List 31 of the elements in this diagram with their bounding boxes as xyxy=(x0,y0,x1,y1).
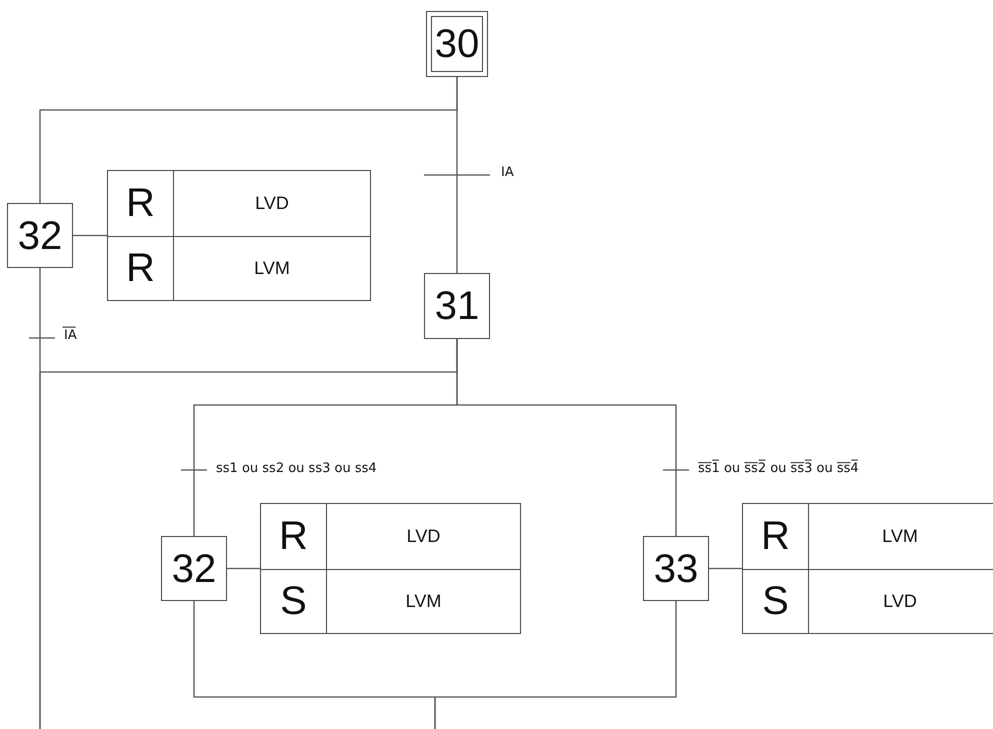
connector-line xyxy=(456,339,677,536)
step-box xyxy=(643,536,709,601)
action-box xyxy=(107,170,371,301)
action-qualifier: S xyxy=(280,581,307,622)
action-box xyxy=(260,503,521,634)
action-qualifier: S xyxy=(762,581,789,622)
step-number: 33 xyxy=(654,548,698,588)
action-box xyxy=(742,503,993,634)
connector-line xyxy=(227,568,260,570)
step-box xyxy=(161,536,227,601)
step-number: 32 xyxy=(172,548,216,588)
action-name: LVD xyxy=(255,194,289,212)
action-qualifier: R xyxy=(126,183,155,224)
connector-line xyxy=(39,77,458,203)
action-name: LVM xyxy=(254,259,290,278)
action-name: LVM xyxy=(406,592,442,610)
connector-line xyxy=(73,234,107,236)
initial-step-box xyxy=(426,11,488,77)
action-name: LVD xyxy=(406,527,440,546)
step-number: 32 xyxy=(18,216,62,256)
action-qualifier: R xyxy=(126,248,155,288)
step-number: 30 xyxy=(434,24,480,64)
step-number: 31 xyxy=(434,286,480,326)
action-qualifier: R xyxy=(279,516,308,556)
connector-line xyxy=(709,568,742,570)
action-name: LVD xyxy=(883,592,917,610)
action-name: LVM xyxy=(882,527,918,546)
step-box xyxy=(7,203,73,268)
step-box xyxy=(424,273,490,339)
connector-line xyxy=(434,601,677,729)
action-qualifier: R xyxy=(761,516,790,556)
